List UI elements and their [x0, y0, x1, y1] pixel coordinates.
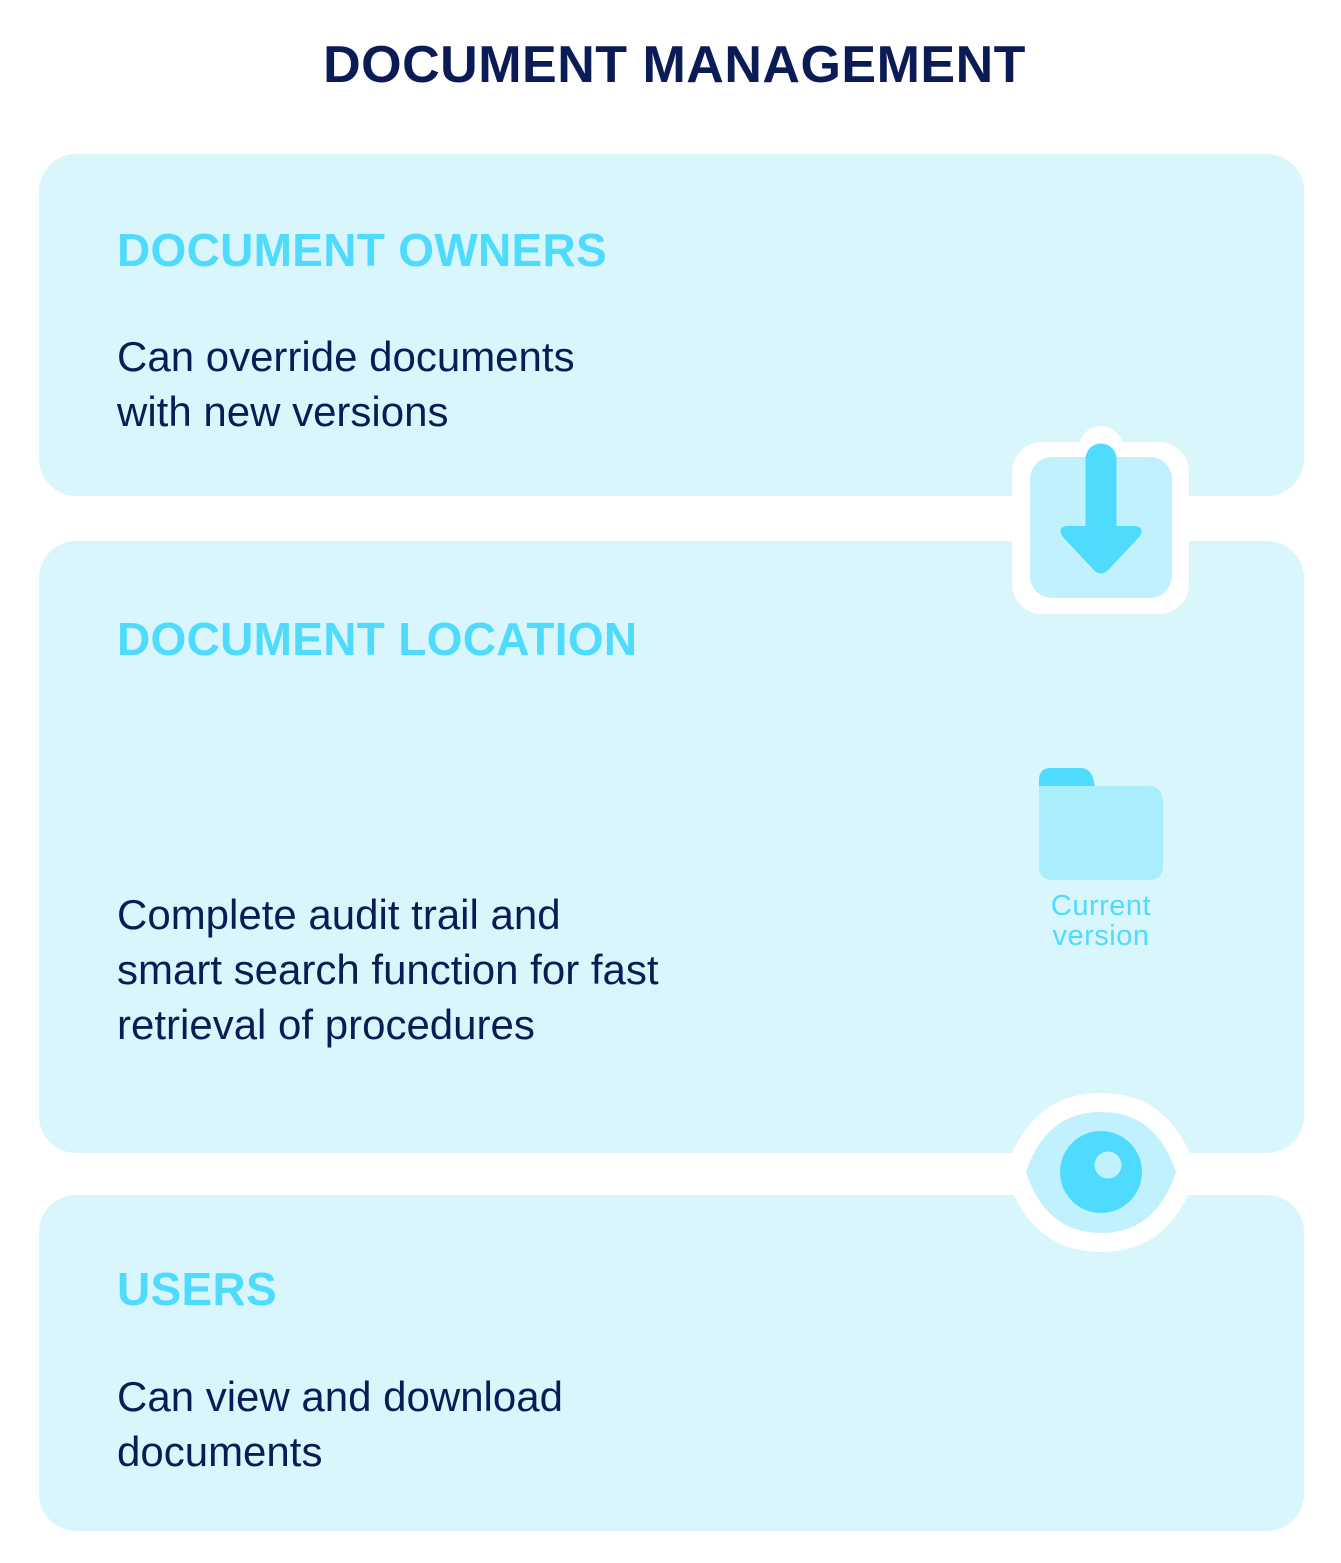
panel-document-location: DOCUMENT LOCATION Complete audit trail a…	[39, 541, 1304, 1153]
panel-heading: USERS	[117, 1263, 277, 1315]
panel-heading: DOCUMENT OWNERS	[117, 224, 608, 276]
panel-document-owners: DOCUMENT OWNERS Can override documents w…	[39, 154, 1304, 496]
panel-description: Can view and download documents	[117, 1373, 563, 1475]
panel-description: Complete audit trail and smart search fu…	[117, 891, 659, 1048]
page-title: DOCUMENT MANAGEMENT	[323, 36, 1026, 94]
panel-description: Can override documents with new versions	[117, 333, 575, 435]
panel-heading: DOCUMENT LOCATION	[117, 613, 638, 665]
folder-caption: Current version	[1050, 890, 1152, 952]
panel-users: USERS Can view and download documents	[39, 1195, 1304, 1531]
